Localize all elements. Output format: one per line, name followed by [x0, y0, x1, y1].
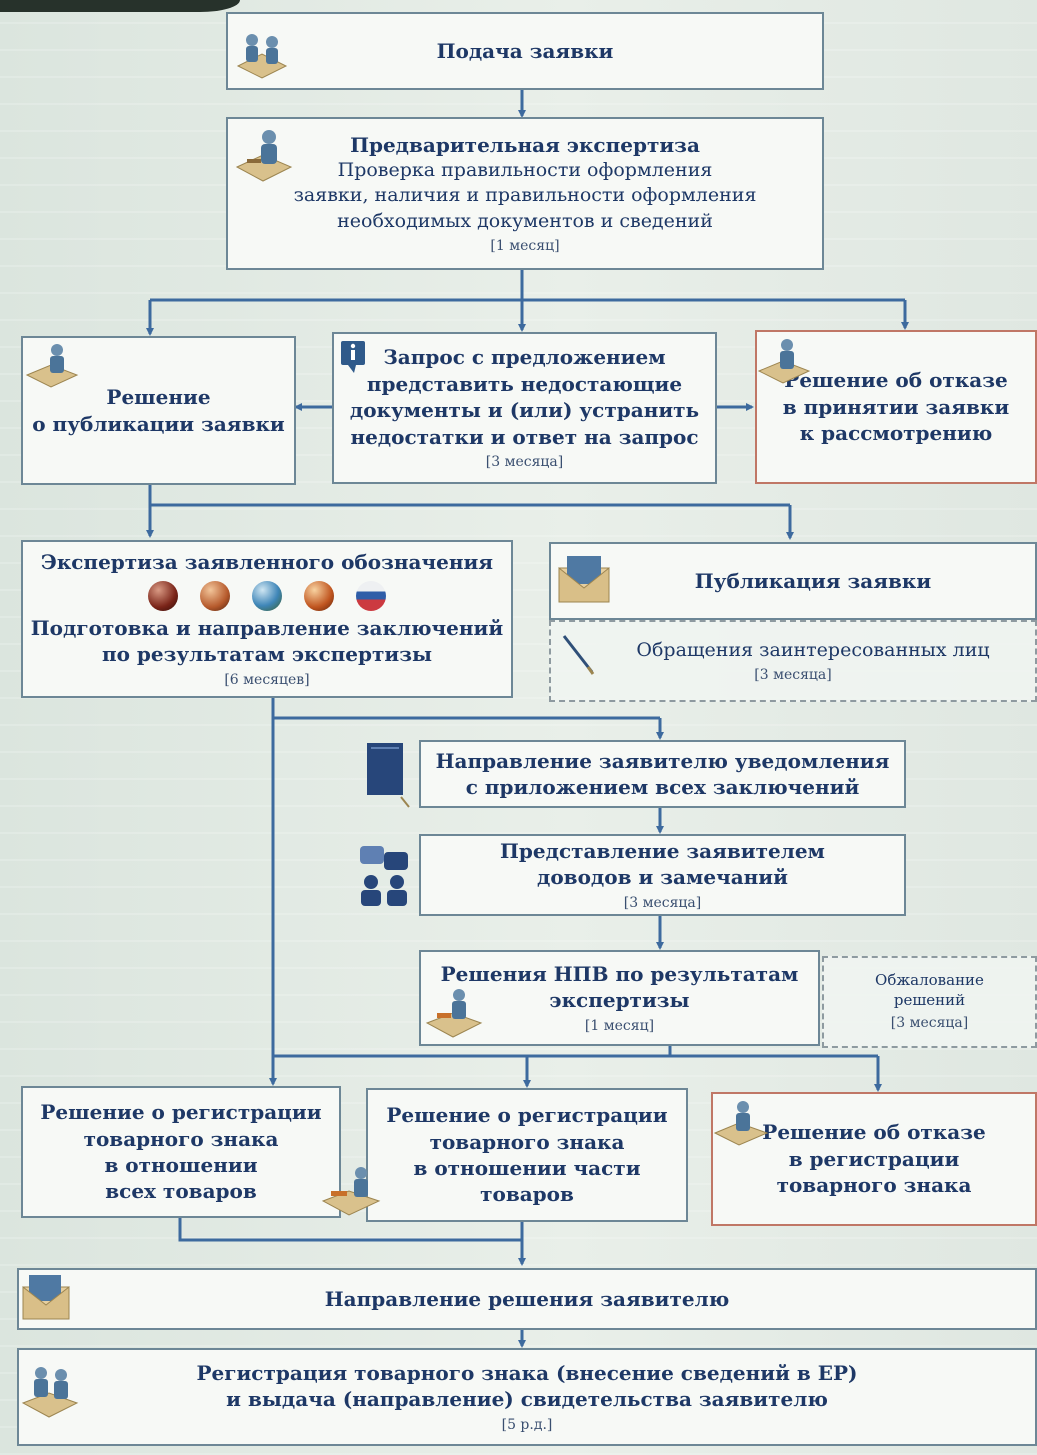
refusal-reg-box: Решение об отказе в регистрации товарног… [711, 1092, 1037, 1226]
registration-line-2: и выдача (направление) свидетельства зая… [226, 1387, 828, 1412]
parties-appeals-box: Обращения заинтересованных лиц [3 месяца… [549, 620, 1037, 702]
reg-part-line-4: товаров [480, 1182, 574, 1207]
notification-line-1: Направление заявителю уведомления [435, 748, 890, 773]
corner-decoration [0, 0, 240, 12]
examination-line-1: Подготовка и направление заключений [30, 616, 504, 641]
notification-line-2: с приложением всех заключений [465, 775, 860, 799]
globe-icon [356, 581, 386, 612]
reg-all-line-3: в отношении [104, 1153, 258, 1177]
preliminary-exam-box: Предварительная экспертиза Проверка прав… [226, 117, 824, 270]
preliminary-line-1: Проверка правильности оформления [337, 159, 713, 182]
globe-row [148, 581, 386, 612]
people-at-desk-icon [232, 24, 292, 84]
refusal-accept-line-1: Решение об отказе [784, 368, 1008, 393]
arguments-line-1: Представление заявителем [500, 838, 825, 863]
reg-all-box: Решение о регистрации товарного знака в … [21, 1086, 341, 1218]
npv-decision-line-1: Решения НПВ по результатам [440, 961, 799, 986]
refusal-accept-line-3: к рассмотрению [799, 421, 993, 446]
arguments-line-2: доводов и замечаний [537, 865, 788, 890]
examination-box: Экспертиза заявленного обозначения Подго… [21, 540, 513, 698]
reg-all-line-2: товарного знака [83, 1126, 279, 1151]
registration-duration: [5 р.д.] [501, 1416, 553, 1433]
send-decision-box: Направление решения заявителю [17, 1268, 1037, 1330]
examination-duration: [6 месяцев] [224, 671, 310, 688]
request-line-2: представить недостающие [366, 371, 683, 396]
parties-appeals-duration: [3 месяца] [754, 666, 832, 683]
request-duration: [3 месяца] [485, 454, 564, 471]
person-at-desk-icon [320, 1162, 382, 1220]
refusal-accept-box: Решение об отказе в принятии заявки к ра… [755, 330, 1037, 484]
publication-box: Публикация заявки [549, 542, 1037, 620]
person-at-desk-icon [756, 334, 812, 388]
envelope-icon [556, 553, 612, 605]
send-decision-title: Направление решения заявителю [324, 1286, 730, 1311]
person-at-desk-icon [424, 984, 484, 1042]
registration-line-1: Регистрация товарного знака (внесение св… [196, 1360, 858, 1385]
globe-icon [304, 581, 334, 612]
reg-part-line-3: в отношении части [413, 1156, 641, 1180]
preliminary-duration: [1 месяц] [490, 237, 560, 254]
chat-people-icon [356, 842, 414, 914]
submission-title: Подача заявки [436, 38, 614, 63]
publish-decision-line-2: о публикации заявки [32, 411, 285, 436]
preliminary-line-3: необходимых документов и сведений [337, 209, 713, 232]
request-box: Запрос с предложением представить недост… [332, 332, 717, 484]
reg-part-line-2: товарного знака [429, 1129, 625, 1154]
reg-part-box: Решение о регистрации товарного знака в … [366, 1088, 688, 1222]
people-at-desk-icon [20, 1360, 80, 1422]
globe-icon [200, 581, 230, 612]
appeal-duration: [3 месяца] [890, 1015, 969, 1032]
preliminary-title: Предварительная экспертиза [350, 132, 700, 157]
person-at-desk-icon [712, 1096, 770, 1150]
parties-appeals-title: Обращения заинтересованных лиц [636, 638, 990, 661]
npv-decision-line-2: экспертизы [549, 988, 690, 1013]
globe-icon [252, 581, 282, 612]
refusal-reg-line-2: в регистрации [788, 1146, 960, 1171]
book-icon [362, 738, 414, 810]
request-line-3: документы и (или) устранить [349, 398, 700, 423]
publication-title: Публикация заявки [694, 568, 932, 593]
appeal-box: Обжалование решений [3 месяца] [822, 956, 1037, 1048]
info-note-icon [340, 340, 368, 374]
request-line-1: Запрос с предложением [383, 345, 666, 370]
reg-part-line-1: Решение о регистрации [386, 1103, 668, 1128]
npv-decision-duration: [1 месяц] [584, 1017, 655, 1034]
request-line-4: недостатки и ответ на запрос [350, 424, 699, 449]
refusal-accept-line-2: в принятии заявки [782, 394, 1010, 419]
examination-title: Экспертиза заявленного обозначения [40, 549, 494, 574]
arguments-duration: [3 месяца] [623, 894, 702, 911]
person-at-desk-icon [24, 340, 80, 392]
reg-all-line-4: всех товаров [105, 1179, 257, 1204]
publish-decision-box: Решение о публикации заявки [21, 336, 296, 485]
globe-icon [148, 581, 178, 612]
notification-box: Направление заявителю уведомления с прил… [419, 740, 906, 808]
appeal-line-2: решений [893, 991, 966, 1010]
pen-icon [560, 632, 596, 676]
refusal-reg-line-3: товарного знака [776, 1173, 972, 1198]
arguments-box: Представление заявителем доводов и замеч… [419, 834, 906, 916]
envelope-icon [20, 1272, 72, 1324]
submission-box: Подача заявки [226, 12, 824, 90]
examination-line-2: по результатам экспертизы [101, 642, 433, 667]
reg-all-line-1: Решение о регистрации [40, 1100, 322, 1125]
refusal-reg-line-1: Решение об отказе [762, 1120, 986, 1145]
publish-decision-line-1: Решение [106, 385, 211, 410]
npv-decision-box: Решения НПВ по результатам экспертизы [1… [419, 950, 820, 1046]
appeal-line-1: Обжалование [875, 971, 984, 990]
registration-box: Регистрация товарного знака (внесение св… [17, 1348, 1037, 1446]
preliminary-line-2: заявки, наличия и правильности оформлени… [293, 184, 757, 207]
person-at-desk-icon [232, 124, 296, 188]
